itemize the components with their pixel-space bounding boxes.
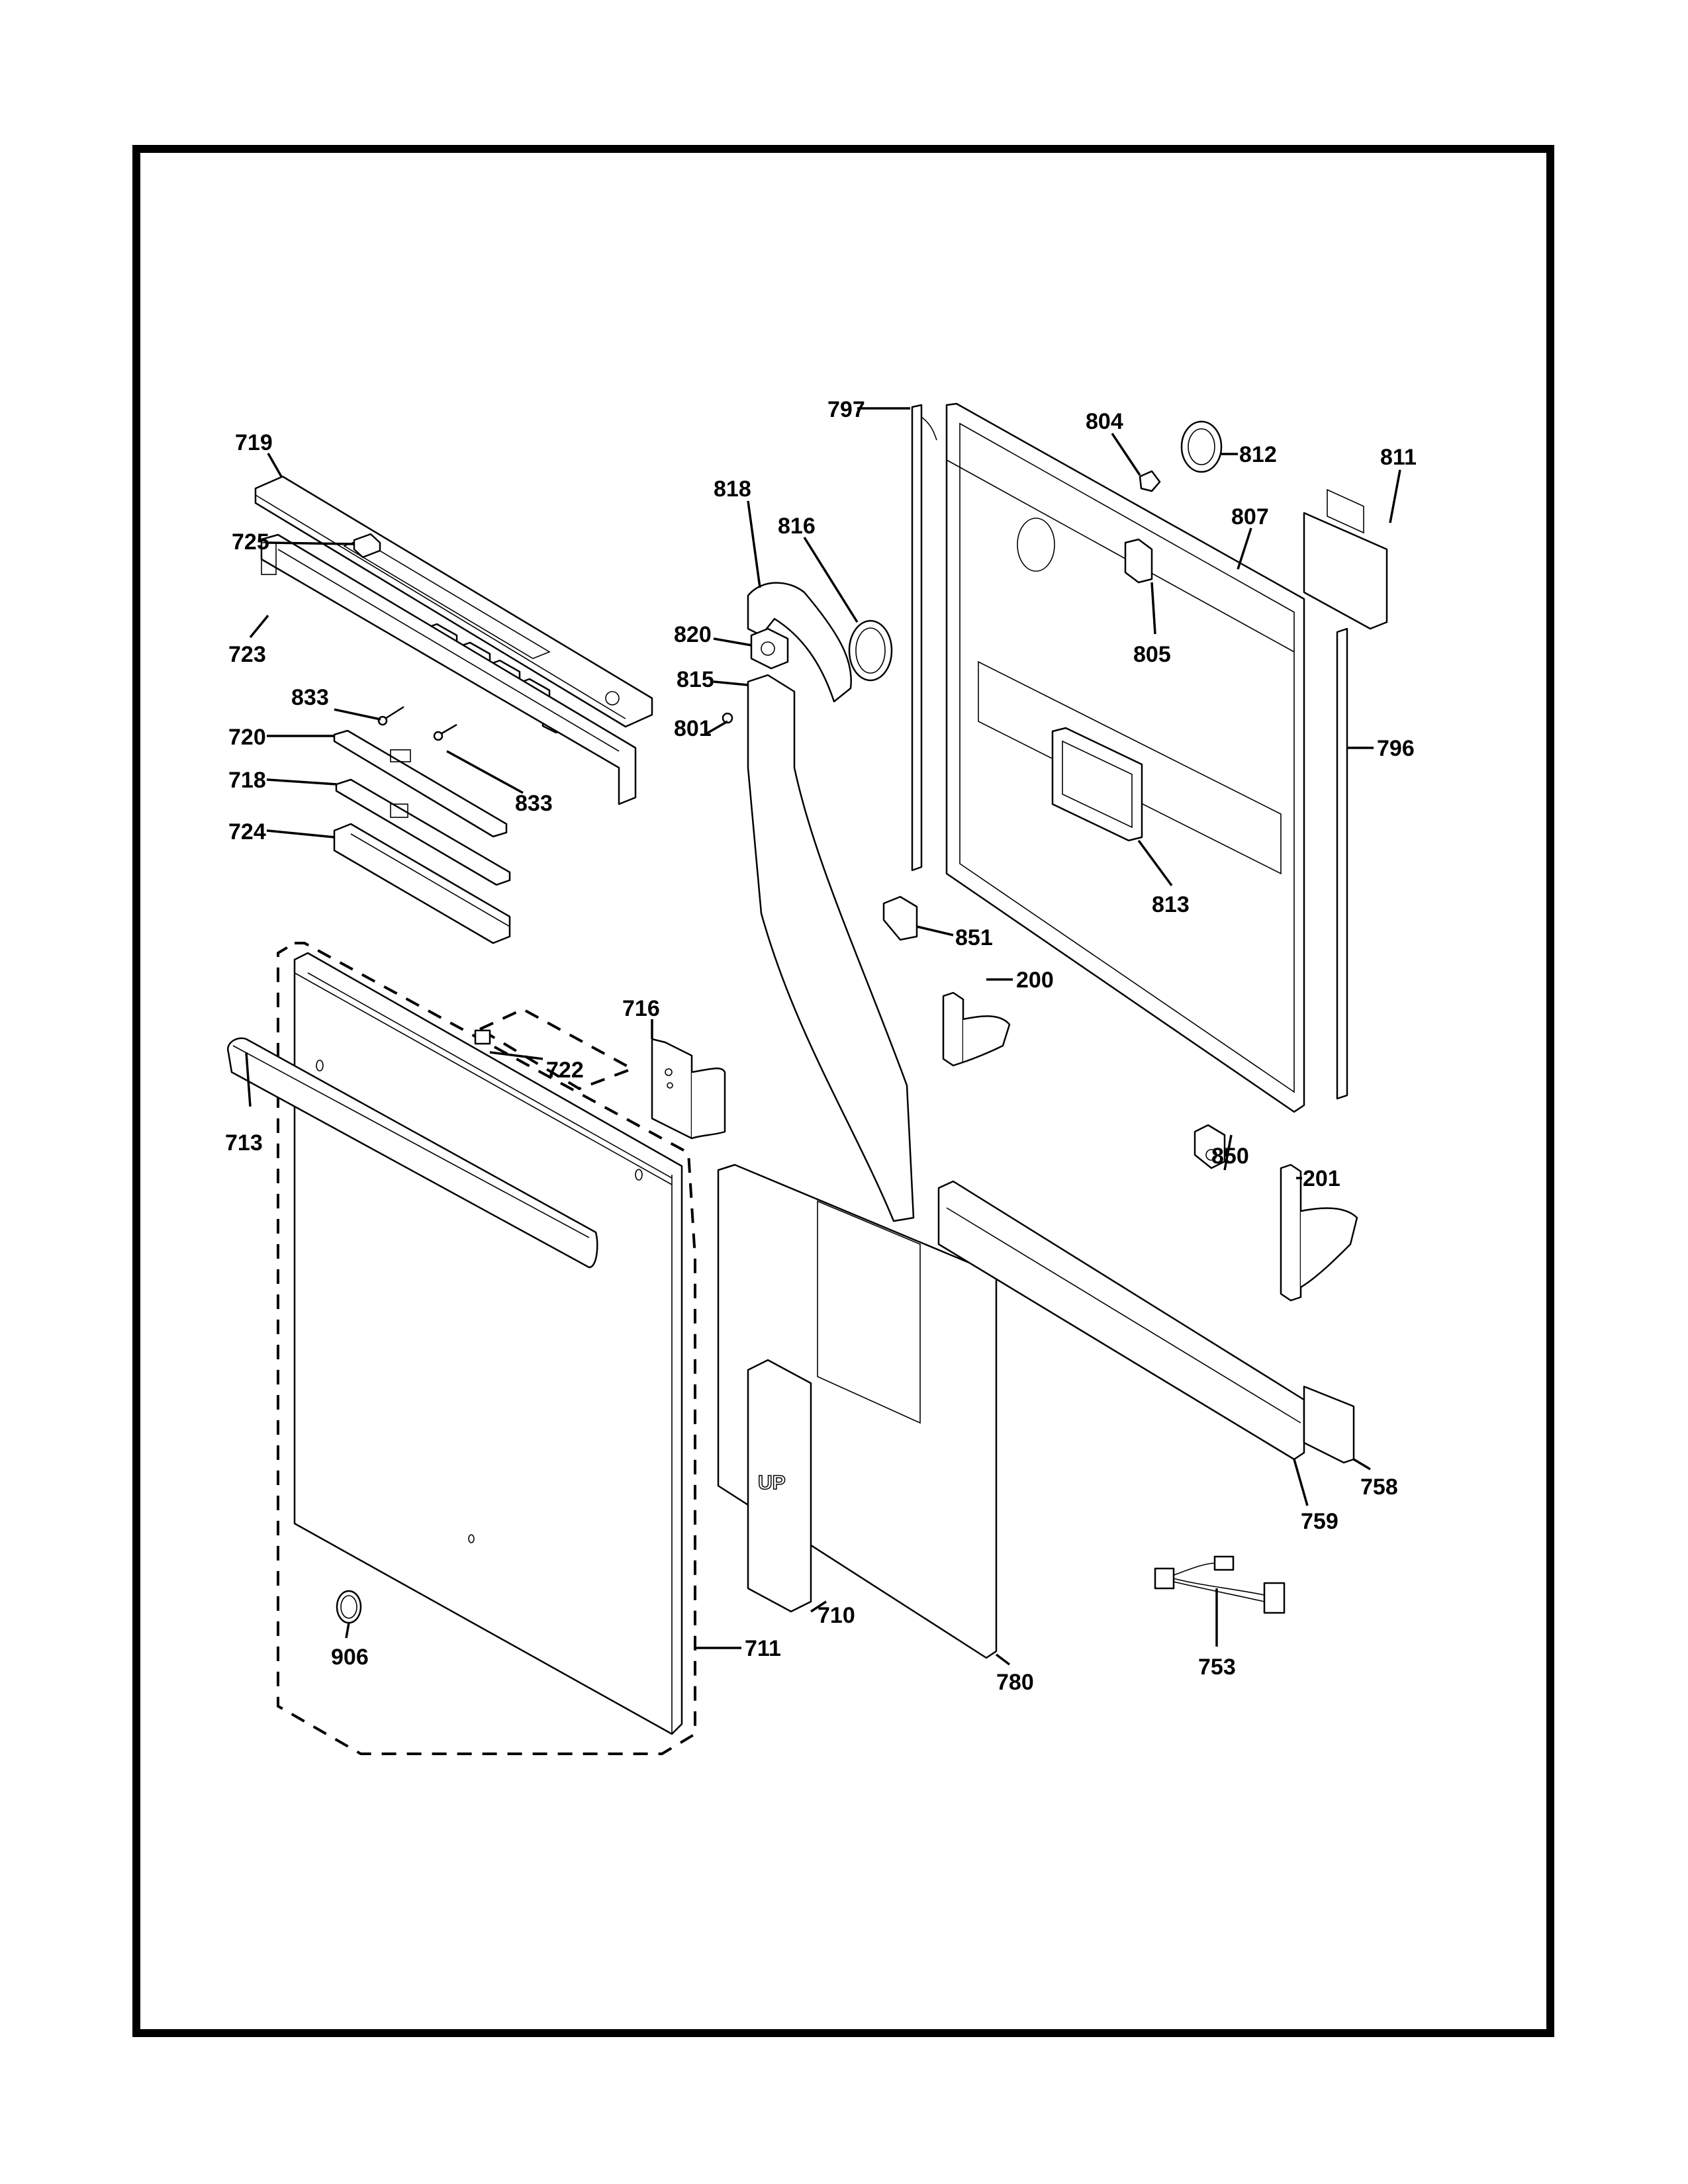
- callout-718: 718: [228, 768, 266, 793]
- callout-796: 796: [1377, 736, 1415, 761]
- callout-833-upper: 833: [291, 685, 329, 710]
- callout-723: 723: [228, 642, 266, 667]
- part-818-vent-duct-cover: [747, 582, 852, 703]
- callout-724: 724: [228, 819, 266, 844]
- callout-780: 780: [996, 1670, 1034, 1695]
- callout-818: 818: [714, 477, 751, 502]
- part-724-control-box: [333, 823, 511, 944]
- part-796-right-side-trim: [1336, 627, 1348, 1100]
- callout-820: 820: [674, 622, 712, 647]
- callout-805: 805: [1133, 642, 1171, 667]
- part-851-hinge-bracket-left: [882, 895, 918, 941]
- part-718-ui-board: [335, 778, 511, 886]
- part-906-logo-badge: [336, 1590, 362, 1624]
- part-200-left-hinge: [942, 991, 1011, 1067]
- callout-797: 797: [827, 397, 865, 422]
- part-758-bottom-insulation: [1303, 1385, 1355, 1464]
- callout-725: 725: [232, 529, 269, 555]
- part-833-screw-lower: [433, 723, 457, 741]
- callout-713: 713: [225, 1130, 263, 1156]
- part-813-dispenser-gasket: [1051, 727, 1143, 842]
- callout-815: 815: [677, 667, 714, 692]
- callout-200: 200: [1016, 968, 1054, 993]
- spacer-up-marking: UP: [758, 1472, 786, 1494]
- part-833-screw-upper: [377, 705, 404, 726]
- part-801-nut: [722, 712, 733, 724]
- part-816-vent-gasket: [848, 619, 893, 682]
- callout-813: 813: [1152, 892, 1190, 917]
- leader-lines: [245, 407, 1401, 1666]
- callout-759: 759: [1301, 1509, 1338, 1534]
- part-759-bottom-door-trim: [937, 1180, 1305, 1461]
- part-713-door-handle: [226, 1037, 598, 1269]
- callout-816: 816: [778, 514, 816, 539]
- callout-811: 811: [1380, 445, 1417, 470]
- part-725-button-key: [353, 533, 381, 559]
- page-border: [132, 145, 1554, 2037]
- callout-801: 801: [674, 716, 712, 741]
- callout-804: 804: [1086, 409, 1123, 434]
- part-811-detergent-dispenser: [1303, 488, 1388, 630]
- callout-710: 710: [818, 1603, 855, 1628]
- callout-716: 716: [622, 996, 660, 1021]
- part-720-main-control-board: [333, 729, 508, 838]
- callout-753: 753: [1198, 1655, 1236, 1680]
- callout-711: 711: [745, 1636, 781, 1661]
- part-820-vent-fan: [750, 627, 789, 670]
- outer-door-dashed-outline: [277, 942, 696, 1755]
- callout-719: 719: [235, 430, 273, 455]
- part-797-left-side-trim: [911, 404, 937, 872]
- callout-722: 722: [546, 1058, 584, 1083]
- part-710-door-spacer: UP: [747, 1359, 812, 1613]
- part-780-door-insulation: [717, 1163, 998, 1659]
- part-722-clip: [474, 1029, 491, 1045]
- callout-812: 812: [1239, 442, 1277, 467]
- part-753-wire-harness: [1154, 1555, 1286, 1614]
- callout-labels: 719 725 723 833 720 833 718 724 797 804 …: [225, 397, 1417, 1695]
- callout-851: 851: [955, 925, 993, 950]
- part-804-latch-strike: [1139, 470, 1161, 492]
- part-716-handle-bracket: [651, 1038, 726, 1140]
- part-815-vent-duct: [747, 674, 915, 1222]
- part-850-hinge-bracket-right: [1194, 1124, 1226, 1169]
- callout-807: 807: [1231, 504, 1269, 529]
- callout-850: 850: [1211, 1144, 1249, 1169]
- callout-906: 906: [331, 1645, 369, 1670]
- callout-201: 201: [1303, 1166, 1340, 1191]
- part-805-door-switch: [1124, 538, 1153, 584]
- callout-720: 720: [228, 725, 266, 750]
- callout-833-lower: 833: [515, 791, 553, 816]
- callout-758: 758: [1360, 1475, 1398, 1500]
- part-812-vent-cap: [1180, 420, 1223, 473]
- part-201-right-hinge: [1280, 1163, 1358, 1302]
- clip-dashed-outline: [477, 1007, 635, 1091]
